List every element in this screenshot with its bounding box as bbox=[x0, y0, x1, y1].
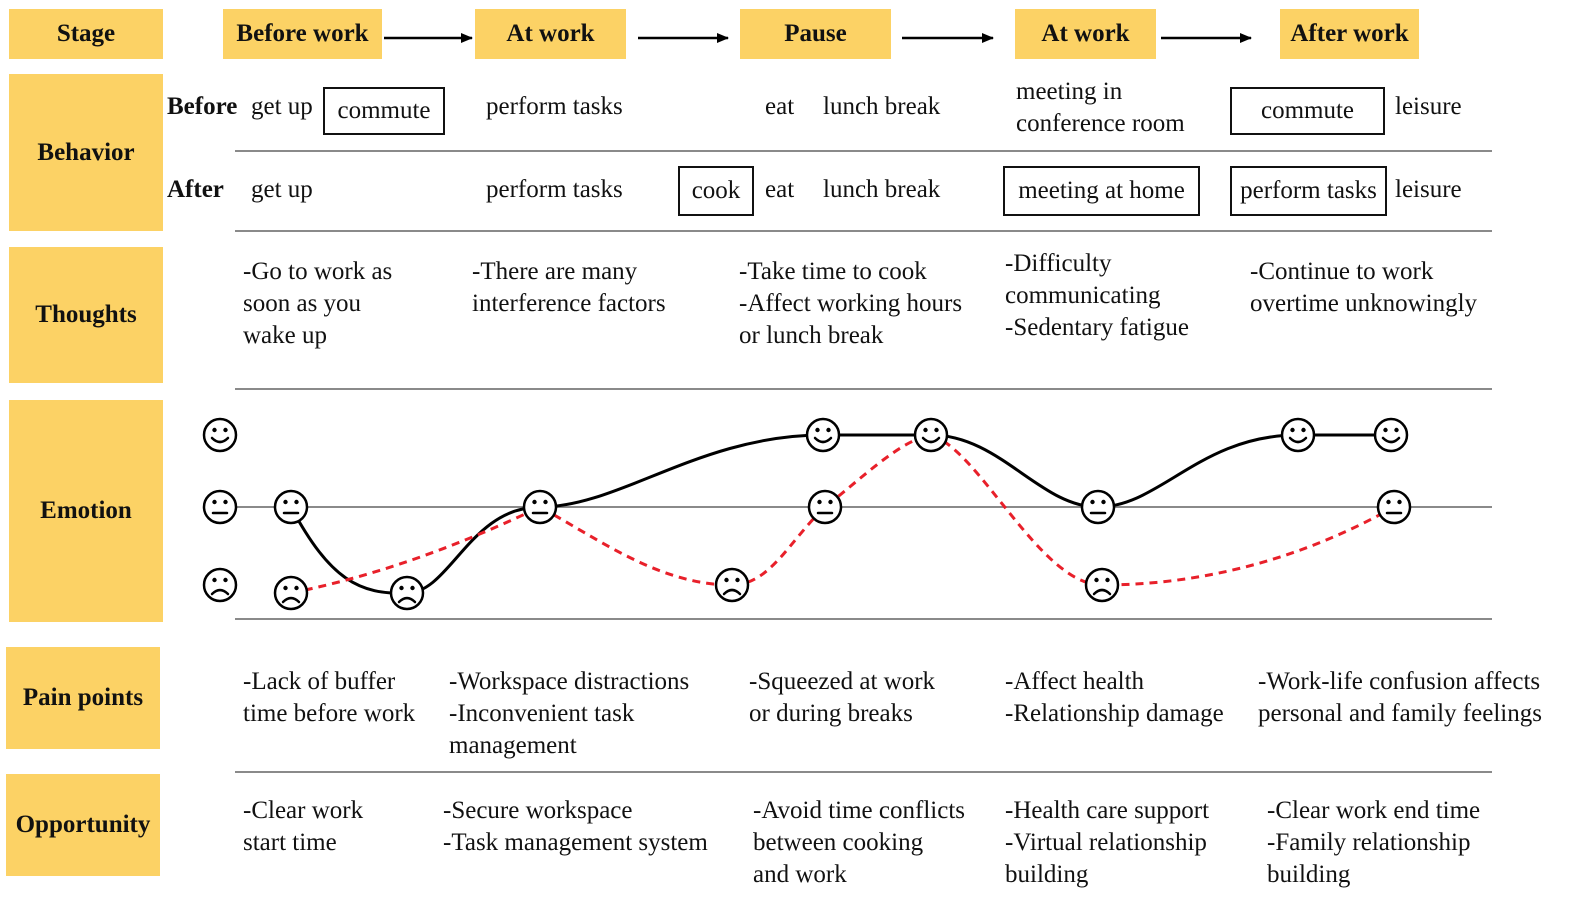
emotion-after-neutral-icon bbox=[1376, 489, 1412, 525]
pain-after-work: -Work-life confusion affects personal an… bbox=[1258, 668, 1542, 727]
thought-pause: -Take time to cook -Affect working hours… bbox=[739, 258, 963, 349]
after-meeting-home-box: meeting at home bbox=[1003, 166, 1200, 216]
emotion-before-neutral-icon bbox=[273, 489, 309, 525]
emotion-before-happy-icon bbox=[1280, 417, 1316, 453]
thought-after-work: -Continue to work overtime unknowingly bbox=[1250, 258, 1478, 317]
before-commute-box-2: commute bbox=[1230, 87, 1385, 135]
before-meeting: meeting in conference room bbox=[1016, 78, 1185, 137]
after-cook-box: cook bbox=[678, 166, 754, 216]
pain-pause: -Squeezed at work or during breaks bbox=[749, 668, 936, 727]
stage-pause: Pause bbox=[740, 9, 891, 59]
after-perform-tasks: perform tasks bbox=[486, 176, 623, 203]
emotion-legend-happy-icon bbox=[202, 417, 238, 453]
opportunity-at-work-2: -Health care support -Virtual relationsh… bbox=[1005, 797, 1210, 888]
divider-emotion-bottom bbox=[235, 618, 1492, 620]
emotion-before-neutral-icon bbox=[1080, 489, 1116, 525]
opportunity-pause: -Avoid time conflicts between cooking an… bbox=[753, 797, 965, 888]
stage-after-work: After work bbox=[1280, 9, 1419, 59]
pain-at-work-1: -Workspace distractions -Inconvenient ta… bbox=[449, 668, 690, 759]
after-eat: eat bbox=[765, 176, 795, 203]
after-lunch-break: lunch break bbox=[823, 176, 941, 203]
behavior-after-label: After bbox=[167, 176, 224, 203]
emotion-after-neutral-icon bbox=[807, 489, 843, 525]
stage-row-label: Stage bbox=[9, 9, 163, 59]
behavior-row-label: Behavior bbox=[9, 74, 163, 231]
emotion-after-sad-icon bbox=[273, 575, 309, 611]
stage-at-work-1: At work bbox=[475, 9, 626, 59]
divider-pain-bottom bbox=[235, 771, 1492, 773]
thought-at-work-2: -Difficulty communicating -Sedentary fat… bbox=[1005, 250, 1189, 341]
opportunity-row-label: Opportunity bbox=[6, 774, 160, 876]
divider-behavior-bottom bbox=[235, 230, 1492, 232]
before-get-up: get up bbox=[251, 93, 313, 120]
thought-before-work: -Go to work as soon as you wake up bbox=[243, 258, 393, 349]
thought-at-work-1: -There are many interference factors bbox=[472, 258, 666, 317]
after-leisure: leisure bbox=[1395, 176, 1462, 203]
after-perform-tasks-box: perform tasks bbox=[1230, 166, 1387, 216]
pain-before-work: -Lack of buffer time before work bbox=[243, 668, 416, 727]
emotion-before-neutral-icon bbox=[522, 489, 558, 525]
opportunity-after-work: -Clear work end time -Family relationshi… bbox=[1267, 797, 1481, 888]
pain-at-work-2: -Affect health -Relationship damage bbox=[1005, 668, 1224, 727]
emotion-before-happy-icon bbox=[805, 417, 841, 453]
thoughts-row-label: Thoughts bbox=[9, 247, 163, 383]
stage-before-work: Before work bbox=[223, 9, 382, 59]
before-eat: eat bbox=[765, 93, 795, 120]
before-leisure: leisure bbox=[1395, 93, 1462, 120]
emotion-after-sad-icon bbox=[1084, 567, 1120, 603]
pain-points-row-label: Pain points bbox=[6, 647, 160, 749]
emotion-after-sad-icon bbox=[714, 567, 750, 603]
emotion-row-label: Emotion bbox=[9, 400, 163, 622]
emotion-before-curve bbox=[289, 433, 1391, 595]
emotion-legend-neutral-icon bbox=[202, 489, 238, 525]
emotion-before-happy-icon bbox=[913, 417, 949, 453]
stage-at-work-2: At work bbox=[1015, 9, 1156, 59]
before-perform-tasks: perform tasks bbox=[486, 93, 623, 120]
emotion-after-curve bbox=[290, 433, 1395, 595]
opportunity-at-work-1: -Secure workspace -Task management syste… bbox=[443, 797, 708, 856]
after-get-up: get up bbox=[251, 176, 313, 203]
behavior-before-label: Before bbox=[167, 93, 238, 120]
emotion-before-sad-icon bbox=[389, 575, 425, 611]
before-commute-box: commute bbox=[323, 87, 445, 135]
before-lunch-break: lunch break bbox=[823, 93, 941, 120]
opportunity-before-work: -Clear work start time bbox=[243, 797, 364, 856]
emotion-before-happy-icon bbox=[1373, 417, 1409, 453]
divider-thoughts-bottom bbox=[235, 388, 1492, 390]
divider-behavior-mid bbox=[235, 150, 1492, 152]
emotion-legend-sad-icon bbox=[202, 567, 238, 603]
